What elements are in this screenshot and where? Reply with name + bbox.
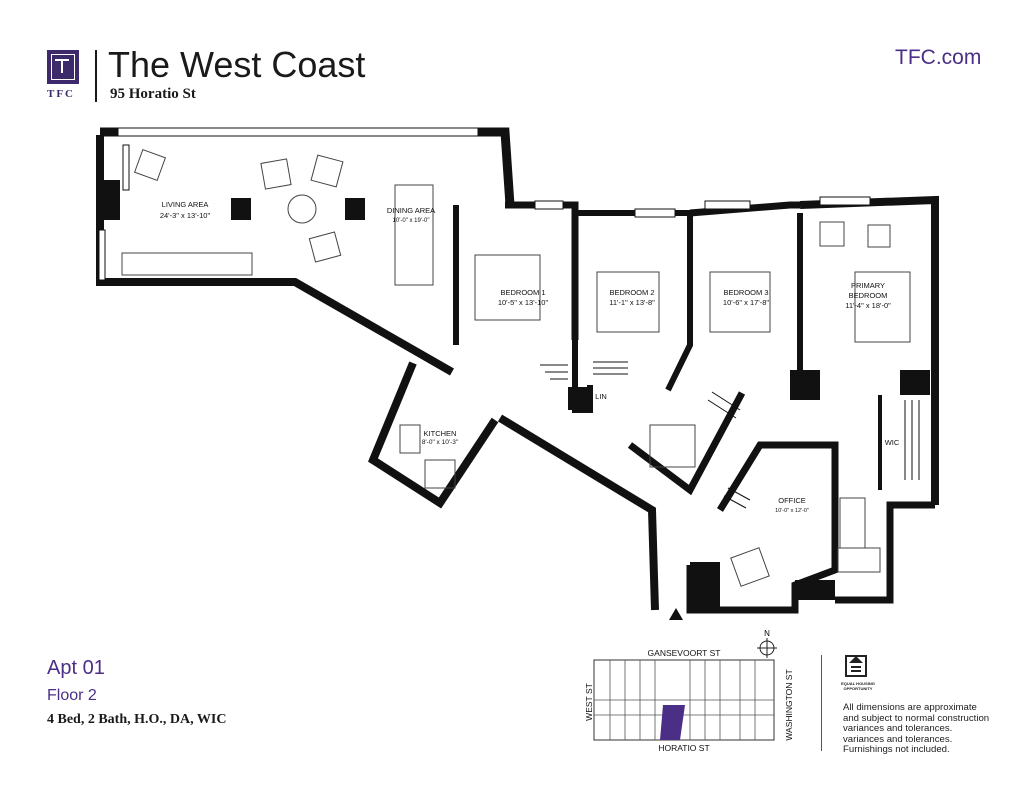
footer-divider: [821, 655, 822, 751]
title-divider: [95, 50, 97, 102]
building-address: 95 Horatio St: [110, 86, 196, 102]
logo-text: TFC: [47, 88, 75, 100]
equal-housing-icon: [845, 655, 867, 677]
bedroom1-label: BEDROOM 1: [500, 288, 545, 297]
unit-summary: 4 Bed, 2 Bath, H.O., DA, WIC: [47, 712, 227, 727]
wic-label: WIC: [885, 438, 900, 447]
street-gansevoort: GANSEVOORT ST: [648, 648, 721, 658]
disclaimer-line: Furnishings not included.: [843, 744, 950, 755]
living-dims: 24'-3" x 13'-10": [160, 211, 211, 220]
primary-label-line1: PRIMARY: [851, 281, 885, 290]
disclaimer-line: All dimensions are approximate: [843, 702, 977, 713]
website-link[interactable]: TFC.com: [895, 46, 982, 69]
building-title: The West Coast: [108, 44, 366, 85]
dining-dims: 10'-0" x 19'-0": [393, 218, 430, 224]
disclaimer-line: variances and tolerances.: [843, 723, 953, 734]
apartment-number: Apt 01: [47, 657, 105, 679]
floor-number: Floor 2: [47, 687, 97, 704]
tfc-logo-icon: [47, 50, 79, 84]
street-washington: WASHINGTON ST: [784, 669, 794, 740]
bedroom2-label: BEDROOM 2: [609, 288, 654, 297]
disclaimer-line: and subject to normal construction: [843, 712, 990, 724]
bedroom1-dims: 10'-5" x 13'-10": [498, 298, 549, 307]
kitchen-dims: 8'-0" x 10'-3": [422, 439, 459, 446]
furniture: [121, 148, 911, 587]
windows: [98, 127, 871, 281]
primary-dims: 11'-4" x 18'-0": [845, 301, 891, 310]
disclaimer: All dimensions are approximate and subje…: [843, 702, 1003, 756]
dining-label: DINING AREA: [387, 206, 435, 215]
street-west: WEST ST: [584, 683, 594, 721]
key-plan: N GANSEVOORT ST HORATIO ST WEST ST WASHI…: [584, 629, 794, 753]
living-label: LIVING AREA: [162, 200, 209, 209]
north-label: N: [764, 629, 770, 638]
wall-blocks: [100, 180, 930, 610]
disclaimer-line: variances and tolerances.: [843, 733, 953, 745]
entry-arrow-icon: [669, 608, 683, 620]
linen-label: LIN: [595, 392, 607, 401]
street-horatio: HORATIO ST: [658, 743, 709, 753]
bedroom2-dims: 11'-1" x 13'-8": [609, 298, 655, 307]
office-dims: 10'-0" x 12'-0": [775, 508, 809, 514]
bedroom3-label: BEDROOM 3: [723, 288, 768, 297]
equal-housing-label: EQUAL HOUSING OPPORTUNITY: [841, 681, 875, 691]
office-label: OFFICE: [778, 496, 806, 505]
stairs: [540, 361, 920, 509]
unit-location-marker: [660, 705, 685, 740]
kitchen-label: KITCHEN: [424, 429, 457, 438]
bedroom3-dims: 10'-6" x 17'-8": [723, 298, 769, 307]
primary-label-line2: BEDROOM: [849, 291, 888, 300]
